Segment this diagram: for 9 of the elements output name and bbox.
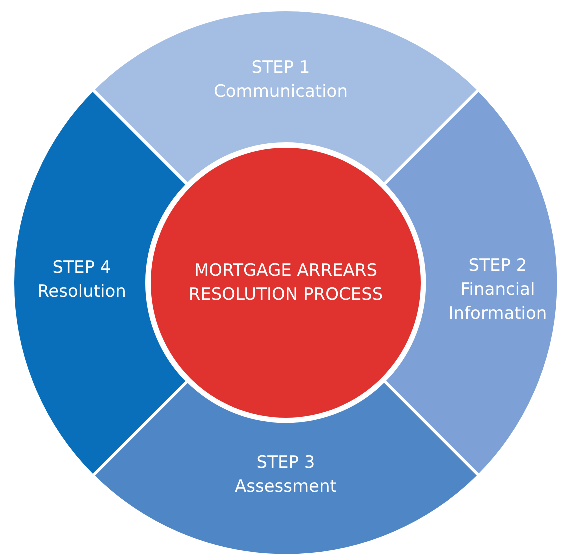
step-label: STEP 4 [52, 256, 112, 280]
step-label: STEP 3 [256, 452, 316, 475]
center-title: MORTGAGE ARREARS RESOLUTION PROCESS [188, 260, 384, 307]
step-title: Resolution [36, 280, 128, 304]
step-label: STEP 1 [250, 57, 312, 80]
step-title: Communication [212, 81, 349, 104]
step-title: Assessment [234, 476, 338, 499]
step-title: Financial Information [448, 278, 548, 326]
step-label: STEP 2 [468, 254, 528, 278]
